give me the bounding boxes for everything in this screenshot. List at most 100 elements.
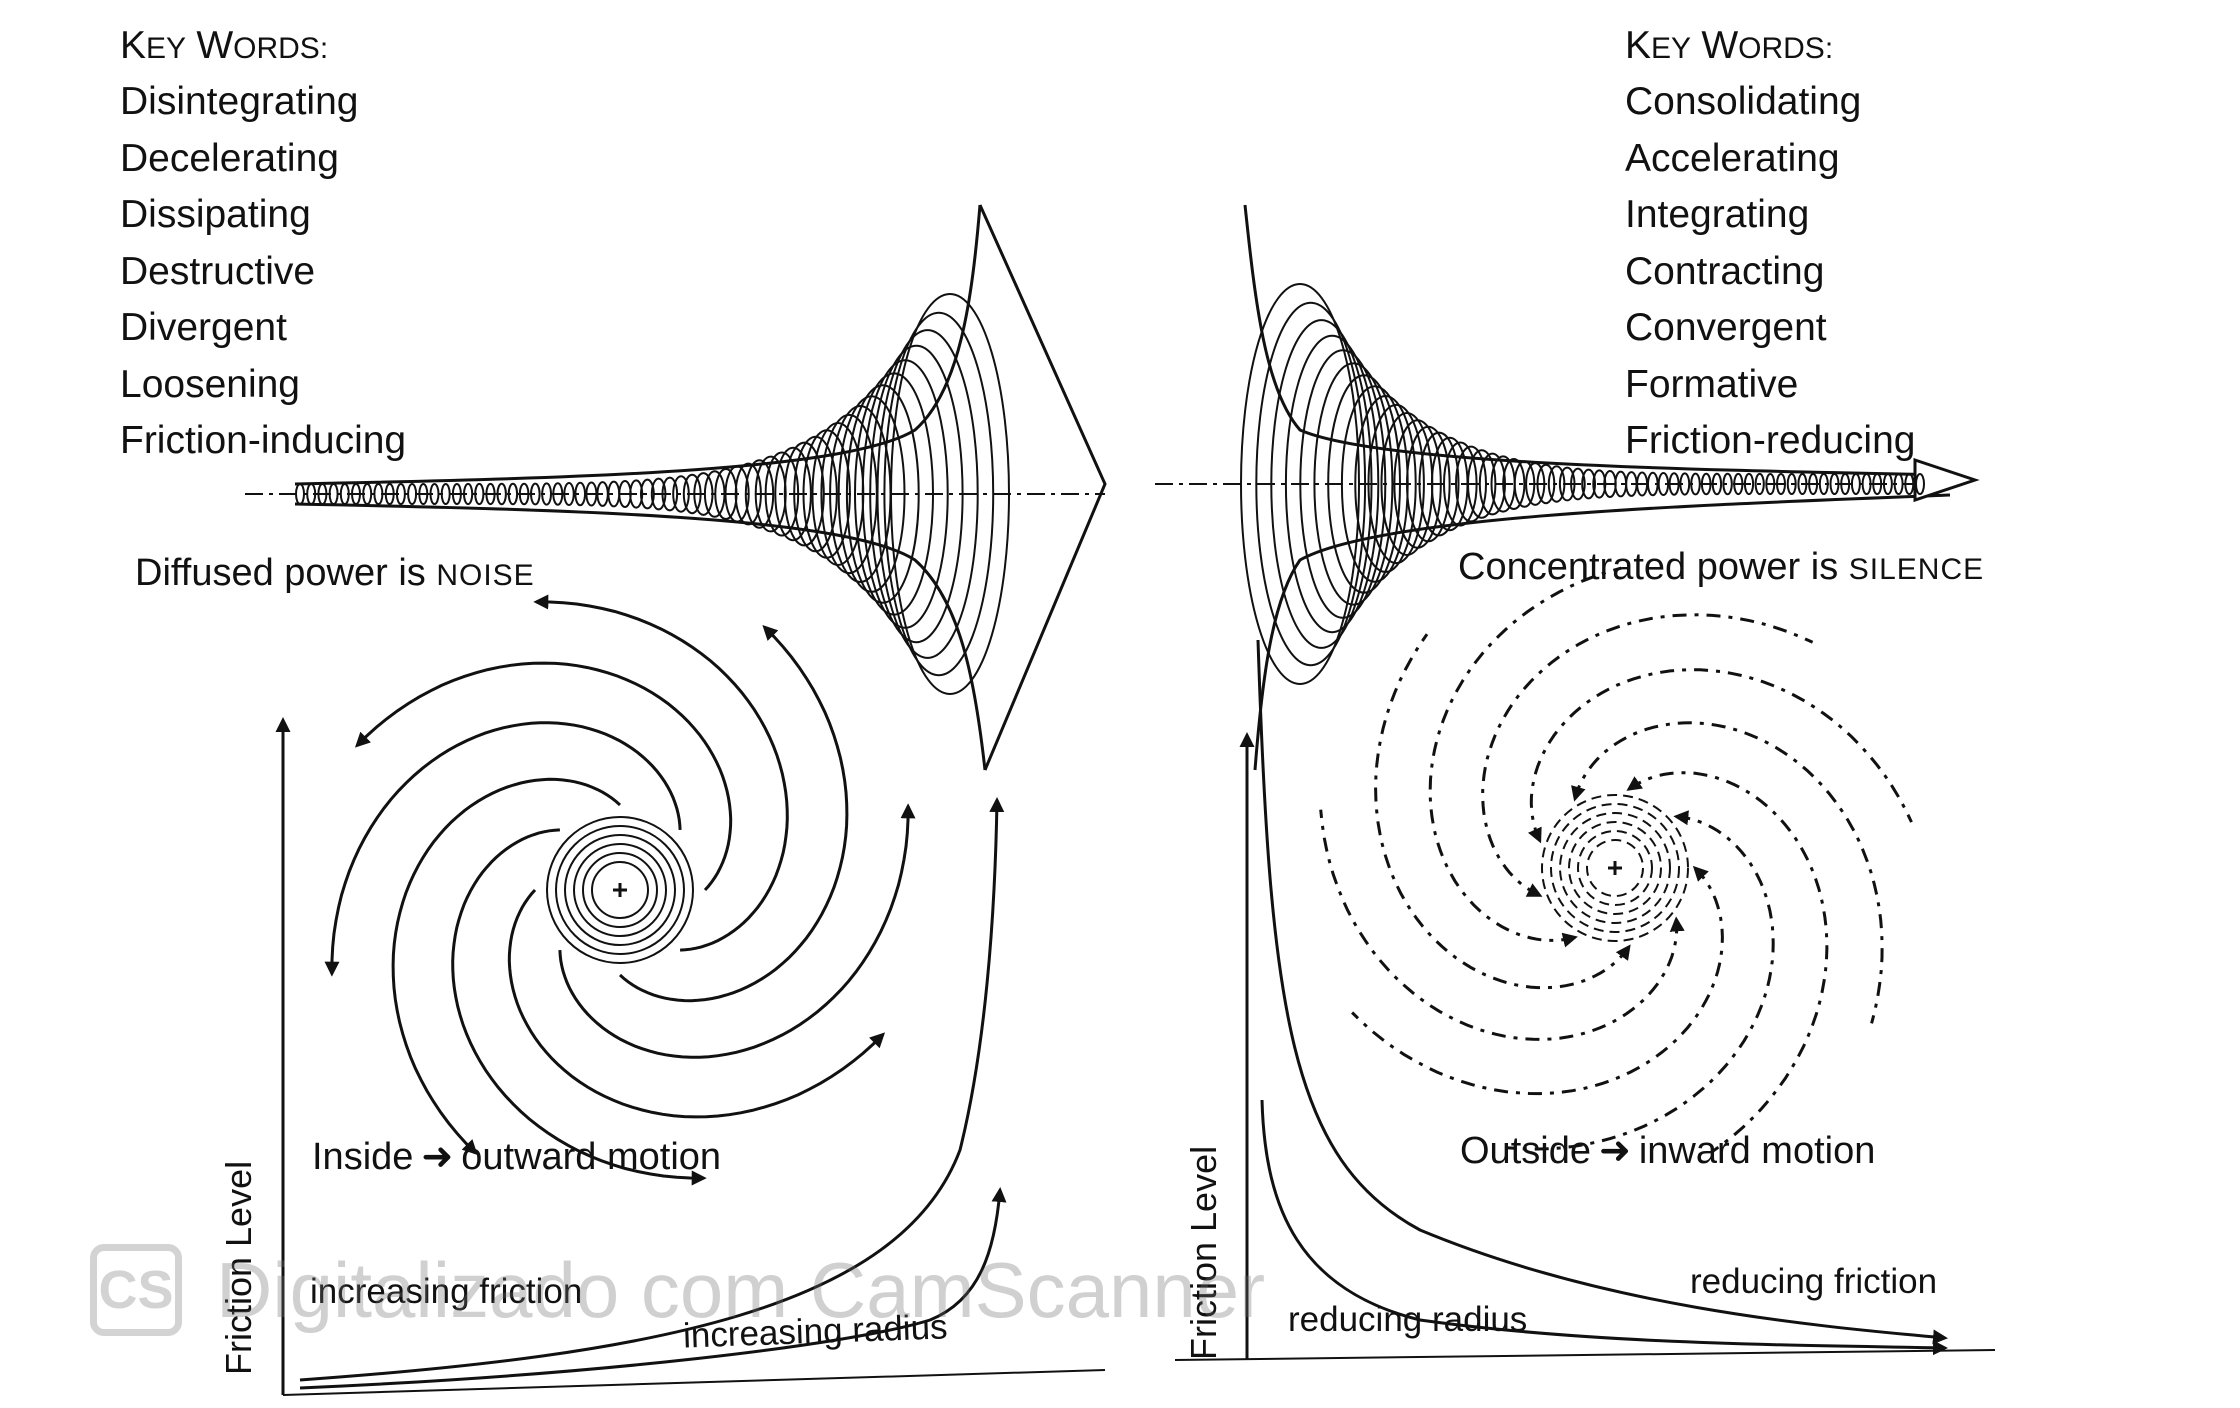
coil-ring	[552, 482, 564, 506]
coil-ring	[1581, 468, 1596, 500]
coil-ring	[764, 451, 800, 537]
coil-ring	[1354, 395, 1417, 573]
right-key-word: Integrating	[1625, 193, 1810, 236]
left-funnel-coils	[295, 293, 1010, 695]
spiral-arm	[618, 624, 849, 1003]
left-key-word: Dissipating	[120, 193, 311, 236]
coil-ring	[351, 483, 361, 505]
left-funnel-cone	[978, 204, 1107, 771]
right-caption-smallcaps: SILENCE	[1848, 553, 1985, 586]
coil-ring	[1915, 473, 1925, 495]
coil-ring	[883, 311, 995, 677]
coil-ring	[1861, 473, 1872, 495]
spiral-arm	[391, 777, 622, 1156]
coil-ring	[724, 465, 750, 523]
coil-ring	[672, 475, 690, 513]
coil-ring	[1240, 283, 1360, 685]
right-funnel-arrowhead	[1913, 457, 1980, 503]
coil-ring	[1657, 472, 1670, 496]
spiral-arm	[1351, 865, 1724, 1096]
left-motion-to: outward motion	[461, 1136, 722, 1178]
coil-ring	[485, 482, 496, 506]
right-friction-graph	[1174, 639, 1996, 1361]
left-key-word: Loosening	[120, 362, 300, 406]
coil-ring	[451, 483, 462, 505]
coil-ring	[734, 462, 762, 526]
spiral-ring	[582, 852, 658, 928]
left-caption-smallcaps: NOISE	[436, 559, 535, 592]
coil-ring	[1690, 472, 1701, 496]
right-heading-k: K	[1625, 24, 1652, 67]
right-key-word: Contracting	[1625, 249, 1825, 293]
spiral-arm	[1428, 566, 1622, 948]
coil-ring	[1467, 449, 1497, 519]
spiral-arm	[1374, 633, 1631, 990]
watermark-text: Digitalizado com CamScanner	[216, 1245, 1266, 1334]
spiral-arm	[1626, 771, 1829, 1154]
coil-ring	[1786, 473, 1797, 495]
coil-ring	[1754, 472, 1765, 496]
left-caption: Diffused power is NOISE	[135, 552, 535, 595]
coil-ring	[1478, 452, 1507, 516]
coil-ring	[1733, 472, 1744, 496]
coil-ring	[744, 459, 775, 529]
coil-ring	[693, 472, 714, 516]
coil-ring	[650, 477, 667, 511]
coil-ring	[1872, 473, 1883, 495]
coil-ring	[1270, 319, 1373, 649]
right-arrow-icon: ➜	[1598, 1130, 1631, 1172]
left-motion-label: Inside➜outward motion	[312, 1134, 721, 1179]
spiral-arm	[507, 888, 886, 1119]
coil-ring	[474, 482, 485, 506]
coil-ring	[418, 483, 429, 505]
right-funnel-lower-edge	[1253, 493, 1951, 771]
spiral-arm	[451, 828, 707, 1186]
spiral-ring	[591, 861, 649, 919]
coil-ring	[530, 482, 541, 506]
inward-spiral	[1319, 566, 1913, 1154]
coil-ring	[1829, 473, 1840, 495]
coil-ring	[1904, 473, 1915, 495]
left-caption-text: Diffused power is	[135, 552, 437, 594]
right-heading-ey: EY	[1651, 32, 1692, 65]
camscanner-watermark: CS Digitalizado com CamScanner	[90, 1235, 1265, 1345]
spiral-arm	[324, 721, 682, 977]
converging-funnel	[1155, 204, 1980, 771]
spiral-arm	[1527, 668, 1913, 844]
coil-ring	[629, 479, 644, 509]
outward-spiral	[324, 594, 916, 1186]
right-key-words-heading: KEY WORDS:	[1625, 18, 1833, 75]
coil-ring	[328, 483, 339, 505]
right-reducing-radius-curve	[1260, 1099, 1948, 1356]
coil-ring	[407, 483, 418, 505]
spiral-ring	[1541, 794, 1689, 942]
right-key-words-list: Consolidating Accelerating Integrating C…	[1625, 74, 1915, 470]
coil-ring	[1797, 473, 1808, 495]
spiral-ring	[1559, 812, 1671, 924]
coil-ring	[1558, 466, 1576, 502]
coil-ring	[1502, 458, 1526, 510]
coil-ring	[395, 483, 406, 505]
center-mark	[1608, 861, 1622, 875]
coil-ring	[876, 329, 979, 659]
coil-ring	[640, 478, 655, 510]
spiral-arm	[1481, 613, 1814, 897]
left-heading-w: W	[196, 24, 234, 67]
coil-ring	[1818, 473, 1829, 495]
coil-ring	[295, 483, 305, 505]
coil-ring	[1679, 472, 1691, 496]
right-key-word: Convergent	[1625, 306, 1827, 349]
right-heading-ords: ORDS:	[1738, 32, 1834, 65]
coil-ring	[869, 344, 964, 644]
coil-ring	[1313, 362, 1394, 606]
right-key-word: Consolidating	[1625, 80, 1862, 123]
coil-ring	[1776, 473, 1786, 495]
coil-ring	[1570, 467, 1586, 501]
coil-ring	[1393, 419, 1442, 549]
coil-ring	[774, 446, 812, 542]
coil-ring	[362, 483, 373, 505]
left-curve-label: increasing friction	[310, 1272, 583, 1311]
coil-ring	[1443, 441, 1478, 527]
coil-ring	[1882, 473, 1893, 495]
